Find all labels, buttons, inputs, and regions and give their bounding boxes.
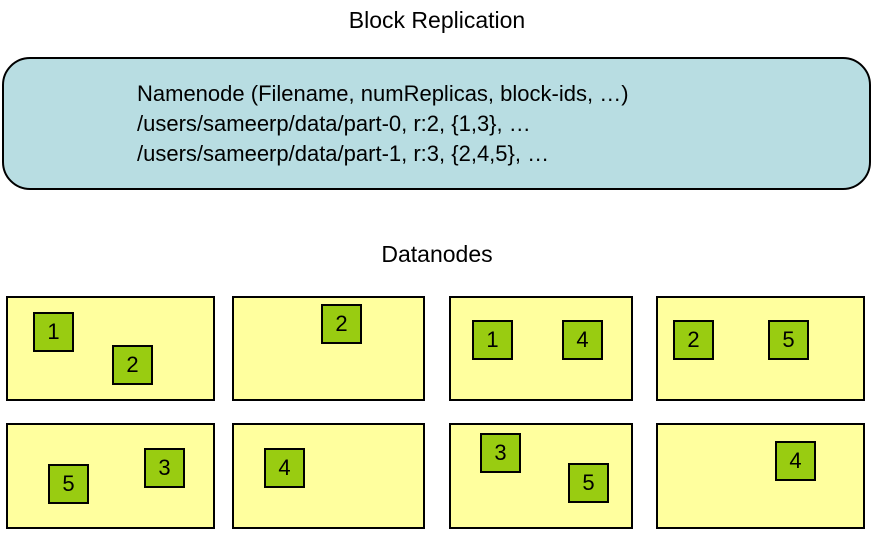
block-5: 5 [768, 320, 809, 360]
block-5: 5 [568, 463, 609, 503]
block-2: 2 [321, 304, 362, 344]
datanode-2: 2 [232, 296, 425, 401]
block-2: 2 [112, 345, 153, 385]
datanode-3: 1 4 [449, 296, 633, 401]
namenode-box: Namenode (Filename, numReplicas, block-i… [2, 57, 871, 190]
datanode-7: 3 5 [449, 423, 633, 529]
datanode-1: 1 2 [6, 296, 215, 401]
datanode-5: 5 3 [6, 423, 215, 529]
block-4: 4 [775, 441, 816, 481]
namenode-line-part0: /users/sameerp/data/part-0, r:2, {1,3}, … [137, 111, 531, 136]
datanodes-label: Datanodes [381, 241, 493, 267]
block-5: 5 [48, 464, 89, 504]
namenode-line-part1: /users/sameerp/data/part-1, r:3, {2,4,5}… [137, 141, 550, 166]
datanode-8: 4 [656, 423, 865, 529]
block-1: 1 [472, 320, 513, 360]
block-4: 4 [264, 448, 305, 488]
datanode-4: 2 5 [656, 296, 865, 401]
block-1: 1 [33, 312, 74, 352]
block-2: 2 [673, 320, 714, 360]
datanode-6: 4 [232, 423, 425, 529]
block-3: 3 [480, 433, 521, 473]
block-4: 4 [562, 320, 603, 360]
page-title: Block Replication [348, 7, 526, 33]
namenode-text: Namenode (Filename, numReplicas, block-i… [137, 79, 629, 169]
block-3: 3 [144, 448, 185, 488]
namenode-line-header: Namenode (Filename, numReplicas, block-i… [137, 81, 629, 106]
